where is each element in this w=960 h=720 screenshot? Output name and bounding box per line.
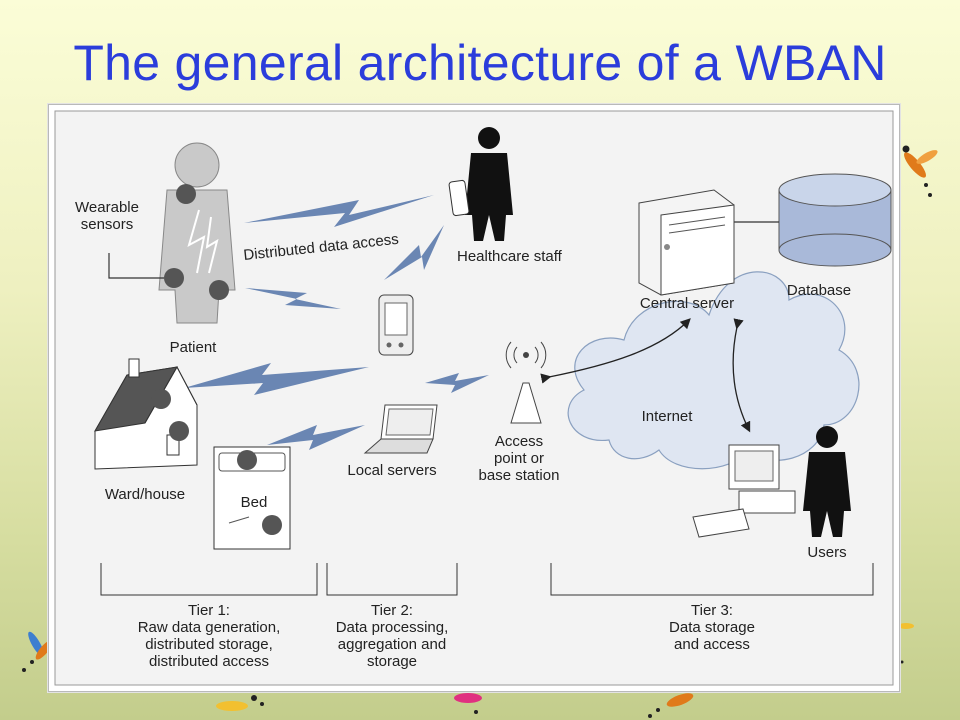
access-point-label: point or xyxy=(494,450,544,467)
database-label: Database xyxy=(787,282,851,299)
access-point-label: base station xyxy=(479,467,560,484)
bed-icon xyxy=(213,446,291,550)
tier-2-bracket xyxy=(326,563,458,596)
sensor-dot xyxy=(151,389,171,409)
tier-1-caption: Tier 1: Raw data generation, distributed… xyxy=(138,602,281,670)
svg-text:Tier 2:: Tier 2: xyxy=(371,602,413,619)
users-computer-icon xyxy=(692,444,796,538)
svg-text:Tier 3:: Tier 3: xyxy=(691,602,733,619)
wireless-link-icon xyxy=(245,288,341,309)
local-servers-label: Local servers xyxy=(347,462,436,479)
ward-house-label: Ward/house xyxy=(105,486,185,503)
tier-1-bracket xyxy=(100,563,318,596)
svg-text:Raw data generation,: Raw data generation, xyxy=(138,619,281,636)
wireless-link-icon xyxy=(384,225,444,280)
tier-2-caption: Tier 2: Data processing, aggregation and… xyxy=(336,602,449,670)
patient-figure xyxy=(158,142,236,324)
patient-label: Patient xyxy=(170,339,218,356)
healthcare-staff-figure xyxy=(448,127,513,241)
bed-label: Bed xyxy=(241,494,268,511)
pda-icon xyxy=(378,294,414,356)
dragonfly-icon xyxy=(898,623,914,664)
svg-text:Data storage: Data storage xyxy=(669,619,755,636)
wearable-sensors-label: sensors xyxy=(81,216,134,233)
sensor-dot xyxy=(176,184,196,204)
database-icon xyxy=(778,173,892,267)
access-point-label: Access xyxy=(495,433,543,450)
users-figure xyxy=(803,426,851,537)
tier-3-caption: Tier 3: Data storage and access xyxy=(669,602,755,653)
dragonfly-icon xyxy=(648,693,694,718)
diagram-frame: Wearable sensors Patient Distributed dat… xyxy=(48,104,900,692)
wireless-link-icon xyxy=(267,425,365,450)
users-label: Users xyxy=(807,544,846,561)
ward-house-icon xyxy=(94,358,198,470)
sensor-dot xyxy=(164,268,184,288)
svg-text:aggregation and: aggregation and xyxy=(338,636,446,653)
svg-text:Data processing,: Data processing, xyxy=(336,619,449,636)
wireless-link-icon xyxy=(425,373,489,393)
wireless-link-icon xyxy=(244,195,434,227)
central-server-icon xyxy=(638,189,735,296)
svg-text:distributed access: distributed access xyxy=(149,653,269,670)
svg-text:Tier 1:: Tier 1: xyxy=(188,602,230,619)
sensor-dot xyxy=(262,515,282,535)
sensor-dot xyxy=(237,450,257,470)
wireless-link-icon xyxy=(184,363,369,395)
local-server-laptop-icon xyxy=(363,404,438,454)
central-server-label: Central server xyxy=(640,295,734,312)
svg-text:and access: and access xyxy=(674,636,750,653)
internet-label: Internet xyxy=(642,408,694,425)
wearable-sensors-label: Wearable xyxy=(75,199,139,216)
wban-architecture-diagram: Wearable sensors Patient Distributed dat… xyxy=(54,110,894,686)
sensor-dot xyxy=(169,421,189,441)
sensor-dot xyxy=(209,280,229,300)
svg-text:distributed storage,: distributed storage, xyxy=(145,636,273,653)
healthcare-staff-label: Healthcare staff xyxy=(457,248,563,265)
dragonfly-icon xyxy=(454,693,482,714)
slide-title: The general architecture of a WBAN xyxy=(73,35,887,91)
svg-text:storage: storage xyxy=(367,653,417,670)
dragonfly-icon xyxy=(902,145,938,197)
dragonfly-icon xyxy=(216,695,264,711)
tier-3-bracket xyxy=(550,563,874,596)
